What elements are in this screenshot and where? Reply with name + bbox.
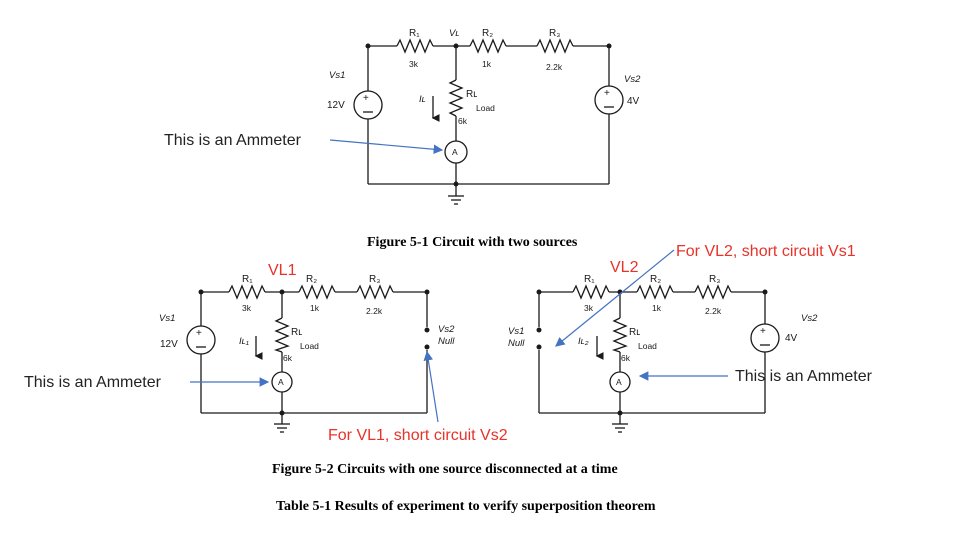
label-vs1: Vs1 xyxy=(329,70,345,81)
vs2-source xyxy=(594,85,624,115)
label-r2: R₂ xyxy=(482,28,493,39)
label-r1: R₁ xyxy=(409,28,420,39)
label-vs2: Vs2 xyxy=(801,313,818,324)
label-ammeter: A xyxy=(278,377,284,387)
note-ammeter: This is an Ammeter xyxy=(735,368,873,385)
ammeter xyxy=(444,140,468,164)
label-vl1: VL1 xyxy=(268,262,297,279)
value-rl: 6k xyxy=(621,353,631,363)
node xyxy=(279,410,285,416)
terminal xyxy=(536,344,542,350)
ground-icon xyxy=(274,423,290,433)
label-r2: R₂ xyxy=(650,274,661,285)
label-load: Load xyxy=(300,341,319,351)
label-vl: Vʟ xyxy=(449,28,460,39)
value-rl: 6k xyxy=(458,116,468,126)
value-vs1: 12V xyxy=(160,339,178,350)
resistor-r3 xyxy=(356,284,394,300)
label-r1: R₁ xyxy=(242,274,253,285)
ground-icon xyxy=(612,423,628,433)
value-r2: 1k xyxy=(310,303,320,313)
label-r2: R₂ xyxy=(306,274,317,285)
caption-table-5-1: Table 5-1 Results of experiment to verif… xyxy=(276,499,656,514)
value-vs2: 4V xyxy=(785,333,798,344)
plus-sign: + xyxy=(760,326,766,337)
label-r1: R₁ xyxy=(584,274,595,285)
value-r2: 1k xyxy=(482,59,492,69)
note-short-arrow xyxy=(555,249,675,347)
resistor-r1 xyxy=(396,38,434,54)
label-vs1: Vs1 xyxy=(508,326,524,337)
resistor-rl xyxy=(611,317,628,353)
caption-figure-5-1: Figure 5-1 Circuit with two sources xyxy=(367,235,578,250)
ammeter xyxy=(271,371,293,393)
figure-5-2-right-circuit: + VL2 R₁ R₂ R₃ 3k 1k 2.2k Vs1 Null Vs2 4… xyxy=(508,243,873,433)
value-r3: 2.2k xyxy=(546,62,563,72)
label-load: Load xyxy=(638,341,657,351)
value-r3: 2.2k xyxy=(705,306,722,316)
value-r1: 3k xyxy=(409,59,419,69)
plus-sign: + xyxy=(363,93,369,104)
note-ammeter: This is an Ammeter xyxy=(24,374,162,391)
figure-5-1-circuit: + + R₁ Vʟ R₂ R₃ 3k 1k 2.2k Vs1 12V Vs2 4 xyxy=(164,28,641,250)
resistor-rl xyxy=(448,79,464,117)
vs1-source xyxy=(353,90,383,120)
ground-icon xyxy=(448,195,464,205)
state-vs1: Null xyxy=(508,338,525,349)
ammeter xyxy=(609,371,631,393)
resistor-r1 xyxy=(572,284,610,300)
value-vs2: 4V xyxy=(627,96,640,107)
terminal xyxy=(536,327,542,333)
label-ammeter: A xyxy=(616,377,622,387)
resistor-r1 xyxy=(228,284,266,300)
label-il2: Iʟ₂ xyxy=(578,336,589,347)
label-vs2: Vs2 xyxy=(624,74,641,85)
label-load: Load xyxy=(476,103,495,113)
label-vs2: Vs2 xyxy=(438,324,455,335)
note-ammeter: This is an Ammeter xyxy=(164,132,302,149)
label-vs1: Vs1 xyxy=(159,313,175,324)
label-vl2: VL2 xyxy=(610,259,639,276)
resistor-r2 xyxy=(298,284,336,300)
label-il1: Iʟ₁ xyxy=(239,336,249,347)
note-short-arrow xyxy=(423,350,439,423)
state-vs2: Null xyxy=(438,336,455,347)
note-short-vs2: For VL1, short circuit Vs2 xyxy=(328,427,508,444)
caption-figure-5-2: Figure 5-2 Circuits with one source disc… xyxy=(272,462,618,477)
vs1-source xyxy=(186,325,216,355)
resistor-r2 xyxy=(469,38,507,54)
label-ammeter: A xyxy=(452,147,458,157)
plus-sign: + xyxy=(196,328,202,339)
label-r3: R₃ xyxy=(709,274,720,285)
label-rl: Rʟ xyxy=(466,89,477,100)
label-r3: R₃ xyxy=(549,28,560,39)
resistor-r3 xyxy=(694,284,732,300)
figure-5-2-left-circuit: + VL1 R₁ R₂ R₃ 3k 1k 2.2k Vs1 12V Vs2 Nu… xyxy=(24,262,508,444)
value-r2: 1k xyxy=(652,303,662,313)
plus-sign: + xyxy=(604,88,610,99)
label-il: Iʟ xyxy=(419,94,426,105)
label-rl: Rʟ xyxy=(291,327,302,338)
value-vs1: 12V xyxy=(327,100,345,111)
resistor-r3 xyxy=(536,38,574,54)
terminal xyxy=(424,344,430,350)
vs2-source xyxy=(750,323,780,353)
note-arrow xyxy=(329,139,444,155)
label-rl: Rʟ xyxy=(629,327,640,338)
resistor-rl xyxy=(273,317,290,353)
resistor-r2 xyxy=(636,284,674,300)
label-r3: R₃ xyxy=(369,274,380,285)
value-r1: 3k xyxy=(242,303,252,313)
terminal xyxy=(424,327,430,333)
value-r3: 2.2k xyxy=(366,306,383,316)
node xyxy=(453,181,459,187)
note-short-vs1: For VL2, short circuit Vs1 xyxy=(676,243,856,260)
node xyxy=(617,410,623,416)
value-r1: 3k xyxy=(584,303,594,313)
value-rl: 6k xyxy=(283,353,293,363)
